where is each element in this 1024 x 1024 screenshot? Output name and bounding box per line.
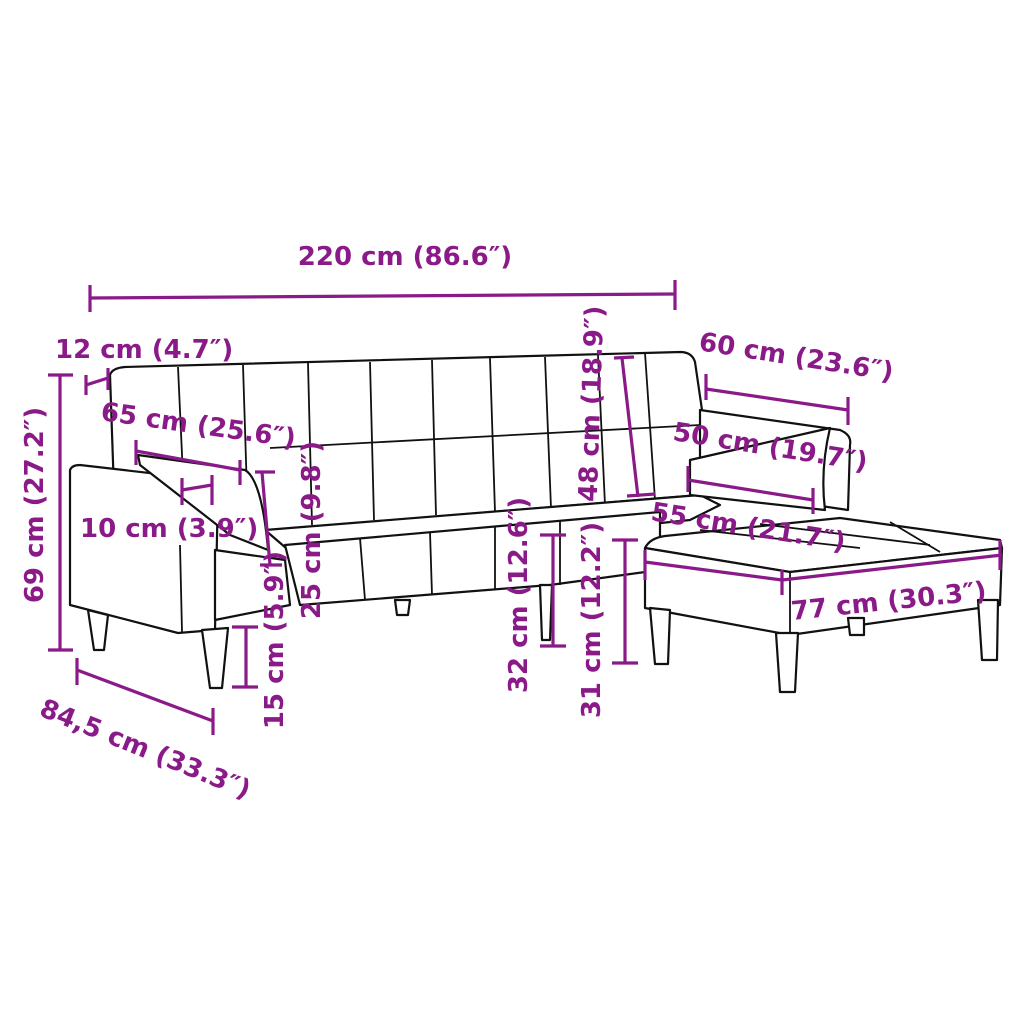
label-pillow-thickness: 10 cm (3.9″) [80, 514, 258, 544]
sofa-left-armrest-side [213, 548, 292, 622]
dimension-lines [48, 280, 1003, 735]
label-total-depth: 84,5 cm (33.3″) [35, 694, 254, 806]
sofa-leg [86, 608, 110, 652]
footstool-leg [774, 631, 800, 694]
right-pillow [688, 426, 832, 512]
sofa-illustration [68, 350, 1004, 694]
label-stool-height: 31 cm (12.2″) [577, 522, 607, 718]
sofa-leg [538, 583, 554, 642]
label-stool-depth: 60 cm (23.6″) [697, 327, 896, 387]
footstool-leg [976, 598, 1000, 662]
label-total-width: 220 cm (86.6″) [298, 242, 512, 272]
footstool-leg [648, 606, 672, 666]
sofa-leg [200, 626, 230, 690]
seat-tufting [359, 520, 561, 601]
label-seat-height: 32 cm (12.6″) [504, 497, 534, 693]
sofa-seat-front [283, 510, 662, 607]
sofa-leg [393, 598, 412, 617]
label-pillow-height: 25 cm (9.8″) [297, 441, 327, 619]
footstool-leg [846, 616, 866, 637]
footstool-tufting [699, 521, 941, 553]
label-backrest-height: 48 cm (18.9″) [574, 305, 611, 502]
left-pillow [136, 453, 270, 552]
label-armrest-width: 12 cm (4.7″) [55, 335, 233, 365]
label-total-height: 69 cm (27.2″) [20, 407, 50, 603]
label-leg-height: 15 cm (5.9″) [260, 551, 290, 729]
